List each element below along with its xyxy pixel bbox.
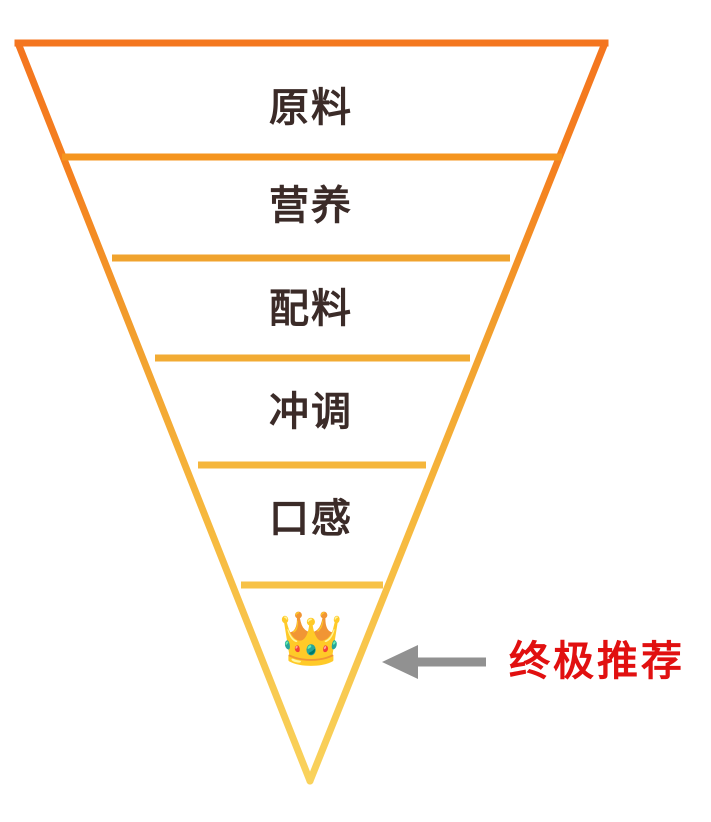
annotation-arrow — [382, 645, 486, 679]
funnel-stage-label-4: 冲调 — [269, 389, 353, 435]
funnel-stage-label-2: 营养 — [269, 183, 353, 229]
funnel-stage-label-1: 原料 — [269, 85, 353, 131]
crown-icon: 👑 — [278, 609, 344, 669]
funnel-stage-label-3: 配料 — [269, 286, 353, 332]
annotation-label: 终极推荐 — [509, 637, 685, 685]
funnel-stage-label-5: 口感 — [269, 496, 353, 542]
funnel-outline — [14, 39, 609, 785]
arrow-head — [382, 645, 418, 679]
funnel-dividers — [62, 153, 562, 589]
